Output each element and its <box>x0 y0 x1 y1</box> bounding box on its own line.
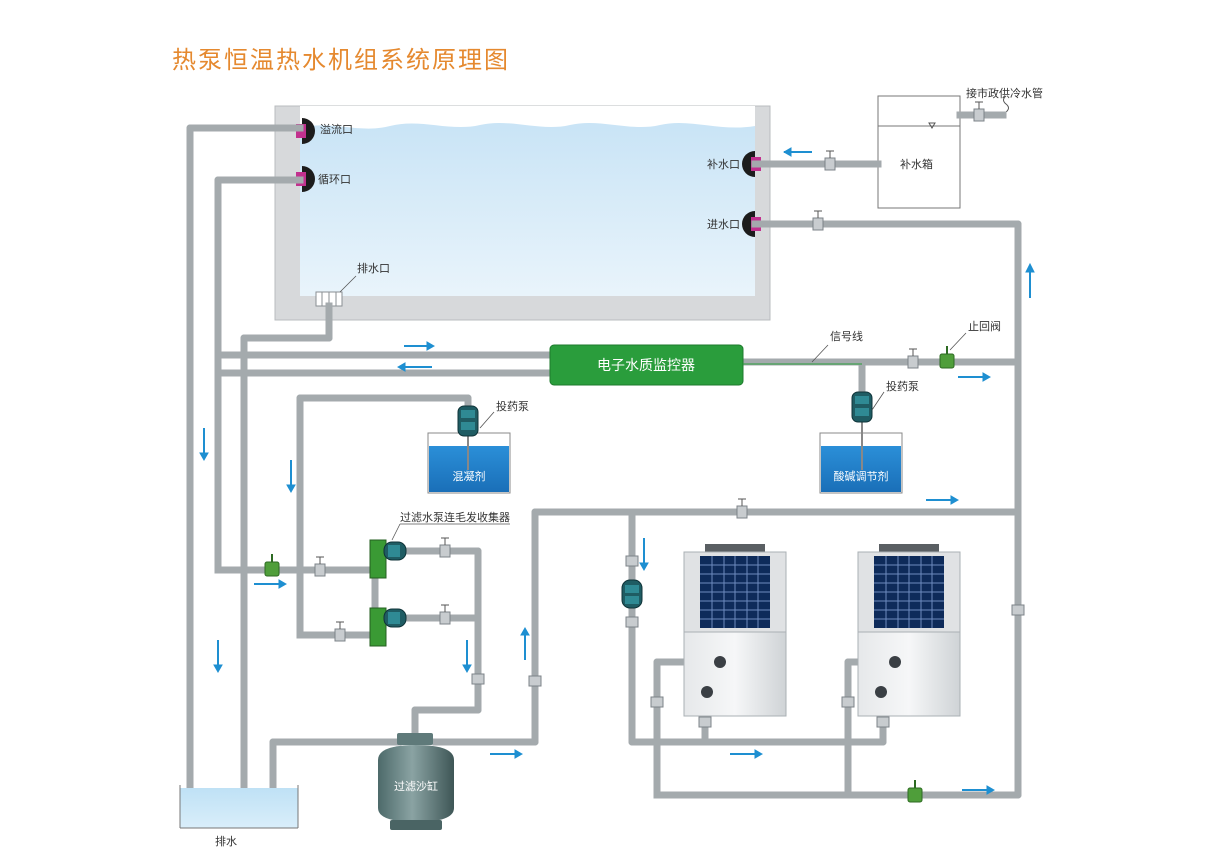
drain-port-label: 排水口 <box>357 261 390 275</box>
filter-pump-label: 过滤水泵连毛发收集器 <box>400 510 510 524</box>
check-valve-label: 止回阀 <box>968 319 1001 333</box>
drain-basin <box>179 785 299 829</box>
circulation-label: 循环口 <box>318 173 351 186</box>
water-quality-monitor: 电子水质监控器 <box>549 344 744 386</box>
flow-arrows <box>199 147 1035 795</box>
pump-icon <box>457 405 479 437</box>
ph-agent-tank: 酸碱调节剂 <box>819 400 903 494</box>
filter-pump-icon <box>369 539 407 647</box>
heat-pump-unit-icon <box>857 544 961 717</box>
diagram-title: 热泵恒温热水机组系统原理图 <box>172 46 510 74</box>
makeup-tank <box>877 95 961 209</box>
pump-icon <box>851 391 873 423</box>
pipe-network <box>186 111 1022 799</box>
monitor-label: 电子水质监控器 <box>597 358 695 374</box>
dosing-pump-1-label: 投药泵 <box>496 399 529 413</box>
heat-pump-unit-icon <box>683 544 787 717</box>
city-water-label: 接市政供冷水管 <box>966 86 1043 100</box>
pool <box>274 105 771 321</box>
coagulant-label: 混凝剂 <box>453 469 486 483</box>
inlet-label: 进水口 <box>707 218 740 231</box>
check-valve-icon <box>264 346 955 803</box>
sand-filter-icon: 过滤沙缸 <box>378 733 454 830</box>
makeup-port-label: 补水口 <box>707 158 740 171</box>
valve-icon <box>314 101 1025 728</box>
dosing-pump-2-label: 投药泵 <box>886 379 919 393</box>
signal-line-label: 信号线 <box>830 329 863 343</box>
pump-icon <box>621 579 643 609</box>
makeup-tank-label: 补水箱 <box>900 157 933 171</box>
sand-filter-label: 过滤沙缸 <box>394 779 438 793</box>
ph-agent-label: 酸碱调节剂 <box>834 469 889 483</box>
coagulant-tank: 混凝剂 <box>427 420 511 494</box>
overflow-label: 溢流口 <box>320 122 353 136</box>
drain-label: 排水 <box>215 834 237 848</box>
